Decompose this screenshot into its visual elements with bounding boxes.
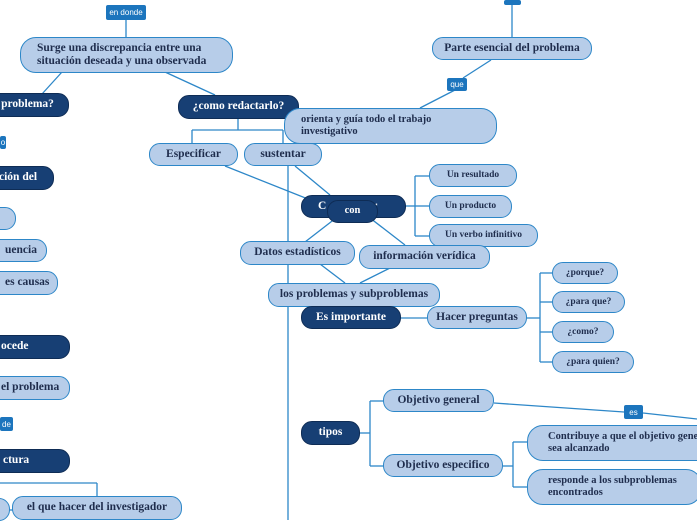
node-objetivo-especifico[interactable]: Objetivo especifico [383,454,503,477]
node-uencia[interactable]: uencia [0,239,47,262]
es-tag: es [624,405,643,419]
node-el-problema[interactable]: el problema [0,376,70,400]
node-para-que[interactable]: ¿para que? [552,291,625,313]
node-responde[interactable]: responde a los subproblemas encontrados [527,469,697,505]
node-es-causas[interactable]: es causas [0,271,58,295]
node-hacer-preguntas[interactable]: Hacer preguntas [427,306,527,329]
node-contribuye[interactable]: Contribuye a que el objetivo general sea… [527,425,697,461]
o-tag: o [0,136,6,149]
node-un-verbo-infinitivo[interactable]: Un verbo infinitivo [429,224,538,247]
node-parte-esencial[interactable]: Parte esencial del problema [432,37,592,60]
node-orienta-guia[interactable]: orienta y guía todo el trabajo investiga… [284,108,497,144]
node-es-importante[interactable]: Es importante [301,306,401,329]
node-ctura[interactable]: ctura [0,449,70,473]
node-datos-estadisticos[interactable]: Datos estadísticos [240,241,355,265]
node-informacion-veridica[interactable]: información verídica [359,245,490,269]
node-porque[interactable]: ¿porque? [552,262,618,284]
node-como[interactable]: ¿como? [552,321,614,343]
top-right-tag [504,0,521,5]
en-donde-tag: en donde [106,5,146,20]
node-tipos[interactable]: tipos [301,421,360,445]
node-los-problemas[interactable]: los problemas y subproblemas [268,283,440,307]
node-objetivo-general[interactable]: Objetivo general [383,389,494,412]
node-left-box[interactable] [0,207,16,230]
de-tag: de [0,417,13,431]
node-para-quien[interactable]: ¿para quien? [552,351,634,373]
node-sustentar[interactable]: sustentar [244,143,322,166]
node-ocede[interactable]: ocede [0,335,70,359]
node-un-resultado[interactable]: Un resultado [429,164,517,187]
node-con[interactable]: con [327,200,378,223]
node-especificar[interactable]: Especificar [149,143,238,166]
node-el-que-hacer[interactable]: el que hacer del investigador [12,496,182,520]
node-surge-discrepancia[interactable]: Surge una discrepancia entre una situaci… [20,37,233,73]
node-como-redactarlo[interactable]: ¿como redactarlo? [178,95,299,119]
que-tag: que [447,78,467,91]
node-cion-del[interactable]: ción del [0,166,54,190]
node-problema-left[interactable]: problema? [0,93,69,117]
node-un-producto[interactable]: Un producto [429,195,512,218]
